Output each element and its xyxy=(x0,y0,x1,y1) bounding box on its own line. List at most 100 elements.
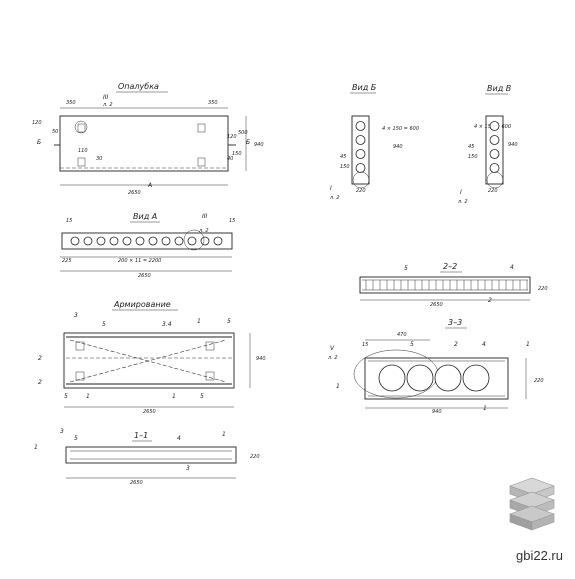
formwork-dim-500: 500 xyxy=(238,130,248,136)
view-a-hole xyxy=(174,236,184,246)
view-a-dim-225: 225 xyxy=(62,258,72,264)
view-a-title: Вид А xyxy=(133,212,157,221)
sec33-void xyxy=(406,364,434,392)
reinforcement-mark-2-bottom: 2 xyxy=(38,379,42,386)
formwork-title: Опалубка xyxy=(118,82,159,91)
reinforcement-outline xyxy=(63,332,235,389)
view-a-mark-sheet: л. 2 xyxy=(198,228,209,234)
reinforcement-embed-1 xyxy=(75,341,85,351)
view-v-hole xyxy=(489,163,500,173)
view-b-dim-45: 45 xyxy=(340,154,346,160)
view-v-dim-45: 45 xyxy=(468,144,474,150)
reinforcement-mark-2-top: 2 xyxy=(38,355,42,362)
formwork-dim-350-right: 350 xyxy=(208,100,218,106)
view-a-hole xyxy=(83,236,93,246)
sec33-void xyxy=(434,364,462,392)
logo-icon xyxy=(509,477,555,531)
reinforcement-embed-3 xyxy=(75,371,85,381)
formwork-mark-a: A xyxy=(147,182,152,189)
view-a-hole xyxy=(109,236,119,246)
view-a-dim-2650: 2650 xyxy=(138,273,151,279)
formwork-dim-120-right: 120 xyxy=(227,134,237,140)
view-v-holes xyxy=(489,121,500,173)
reinforcement-title: Армирование xyxy=(113,300,171,309)
view-b-outline xyxy=(351,115,370,185)
formwork-mark-b-left: Б xyxy=(37,139,41,146)
view-a-hole xyxy=(213,236,223,246)
reinforcement-pos-3-4: 3.4 xyxy=(162,321,172,328)
formwork-embed-top-right xyxy=(197,123,206,133)
formwork-callout-circle xyxy=(74,120,88,134)
view-a-outline xyxy=(61,232,233,250)
sec33-pos-5: 5 xyxy=(410,341,414,348)
formwork-dim-30: 30 xyxy=(96,156,102,162)
formwork-dim-50: 50 xyxy=(52,129,58,135)
view-v-title: Вид В xyxy=(487,84,511,93)
sec33-dim-940: 940 xyxy=(432,409,442,415)
formwork-dim-120-top: 120 xyxy=(32,120,42,126)
sec33-pos-1-right: 1 xyxy=(526,341,530,348)
sec33-void xyxy=(378,364,406,392)
sec33-void xyxy=(462,364,490,392)
view-a-hole xyxy=(161,236,171,246)
reinforcement-diagonal-2 xyxy=(69,339,227,383)
reinforcement-embed-4 xyxy=(205,371,215,381)
view-b-hole xyxy=(355,163,366,173)
sec22-pos-2: 2 xyxy=(488,297,492,304)
view-b-hole xyxy=(355,121,366,131)
view-a-hole xyxy=(122,236,132,246)
sec33-dim-15: 15 xyxy=(362,342,368,348)
sec11-pos-1-right: 1 xyxy=(222,431,226,438)
sec11-pos-1-left: 1 xyxy=(34,444,38,451)
sec33-pos-4: 4 xyxy=(482,341,486,348)
view-a-dim-spacing: 200 × 11 = 2200 xyxy=(118,258,161,264)
sec33-pos-1-bottom: 1 xyxy=(483,405,487,412)
view-a-hole xyxy=(200,236,210,246)
formwork-mark-iii: III xyxy=(103,94,109,101)
reinforcement-pos-5-a: 5 xyxy=(102,321,106,328)
view-b-title: Вид Б xyxy=(352,83,377,92)
sec11-title: 1–1 xyxy=(134,431,148,440)
view-b-dim-220: 220 xyxy=(356,188,366,194)
sec11-pos-3: 3 xyxy=(186,465,190,472)
reinforcement-pos-5-c: 5 xyxy=(64,393,68,400)
sec33-title: 3–3 xyxy=(448,318,462,327)
watermark-text: gbi22.ru xyxy=(516,548,563,563)
formwork-dim-2650: 2650 xyxy=(128,190,141,196)
sec22-pos-4: 4 xyxy=(510,264,514,271)
formwork-embed-bottom-right xyxy=(197,157,206,167)
sec11-pos-4: 4 xyxy=(177,435,181,442)
sec22-outline xyxy=(359,276,531,294)
view-a-hole xyxy=(135,236,145,246)
reinforcement-pos-1-c: 1 xyxy=(172,393,176,400)
view-b-mark-i: I xyxy=(330,185,332,192)
view-a-mark-iii: III xyxy=(202,213,208,220)
view-v-outline xyxy=(485,115,504,185)
sec33-mark-sheet: л. 2 xyxy=(327,355,338,361)
sec11-pos-5: 5 xyxy=(74,435,78,442)
sec22-stirrups xyxy=(365,280,528,290)
reinforcement-mark-3-top: 3 xyxy=(74,312,78,319)
sec33-pos-2: 2 xyxy=(454,341,458,348)
view-b-mark-sheet: л. 2 xyxy=(329,195,340,201)
reinforcement-pos-1-b: 1 xyxy=(86,393,90,400)
view-a-hole xyxy=(70,236,80,246)
view-b-dim-spacing: 4 × 150 = 600 xyxy=(382,126,419,132)
formwork-dim-40: 40 xyxy=(227,156,233,162)
formwork-embed-top-left xyxy=(77,123,86,133)
formwork-panel-outline xyxy=(59,115,229,172)
view-v-dim-150: 150 xyxy=(468,154,478,160)
view-a-callout-circle xyxy=(183,229,205,251)
sec11-dim-2650: 2650 xyxy=(130,480,143,486)
view-b-hole xyxy=(355,135,366,145)
reinforcement-pos-5-d: 5 xyxy=(200,393,204,400)
sec33-outline xyxy=(364,357,509,400)
view-v-dim-940: 940 xyxy=(508,142,518,148)
sec22-title: 2–2 xyxy=(443,262,457,271)
sec22-dim-2650: 2650 xyxy=(430,302,443,308)
reinforcement-dim-940: 940 xyxy=(256,356,266,362)
view-b-dim-940: 940 xyxy=(393,144,403,150)
view-v-hole xyxy=(489,149,500,159)
formwork-dim-940: 940 xyxy=(254,142,264,148)
